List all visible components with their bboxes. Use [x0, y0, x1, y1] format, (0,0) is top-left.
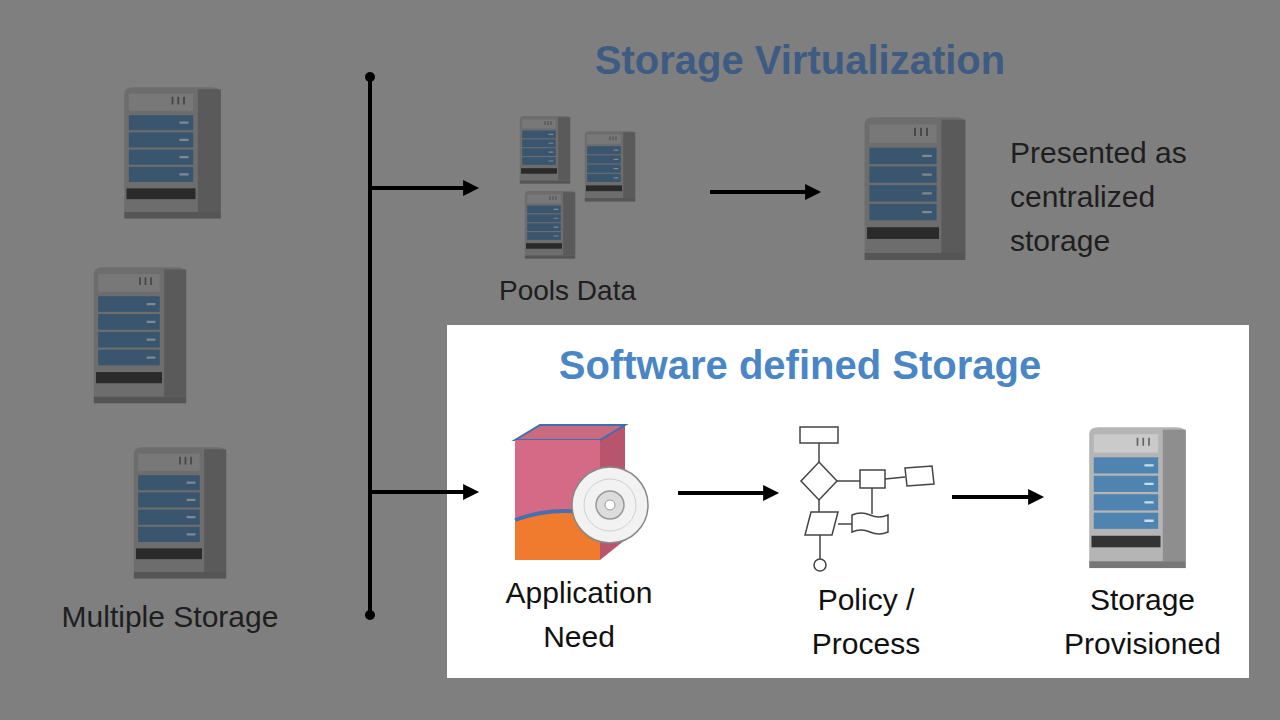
server-icon — [1089, 427, 1186, 568]
server-icon — [525, 191, 575, 259]
node-label: Multiple Storage — [20, 595, 320, 639]
flow-arrow — [952, 495, 1037, 499]
server-icon — [865, 117, 966, 260]
node-label: Storage Provisioned — [1045, 578, 1240, 665]
server-icon — [124, 87, 221, 218]
panel-ground — [447, 325, 1249, 678]
diagram-title: Storage Virtualization — [480, 34, 1120, 86]
storage-group: Multiple Storage — [20, 70, 370, 650]
bracket-line — [365, 72, 375, 620]
software-box-icon — [515, 425, 648, 560]
storage-provisioned: Storage Provisioned — [1045, 415, 1240, 670]
flow-arrow — [678, 491, 772, 495]
node-label: Software defined Storage — [447, 339, 1153, 391]
flow-arrow — [370, 186, 472, 190]
server-icon — [134, 447, 226, 578]
server-icon — [585, 131, 635, 201]
flow-arrow — [710, 190, 814, 194]
node-label: Pools Data — [480, 271, 655, 312]
policy-process: Policy / Process — [780, 415, 952, 670]
node-label: Policy / Process — [780, 578, 952, 665]
central-storage: Presented as centralized storage — [822, 110, 1242, 280]
server-icon — [94, 267, 186, 403]
application-need: Application Need — [480, 415, 678, 670]
server-icon — [520, 116, 570, 184]
storage-pool: Pools Data — [480, 100, 710, 316]
flowchart-icon — [800, 427, 934, 571]
sds-panel: Software defined StorageApplication Need… — [447, 325, 1249, 678]
node-label: Presented as centralized storage — [1010, 131, 1240, 263]
flow-arrow — [370, 490, 472, 494]
node-label: Application Need — [480, 571, 678, 658]
